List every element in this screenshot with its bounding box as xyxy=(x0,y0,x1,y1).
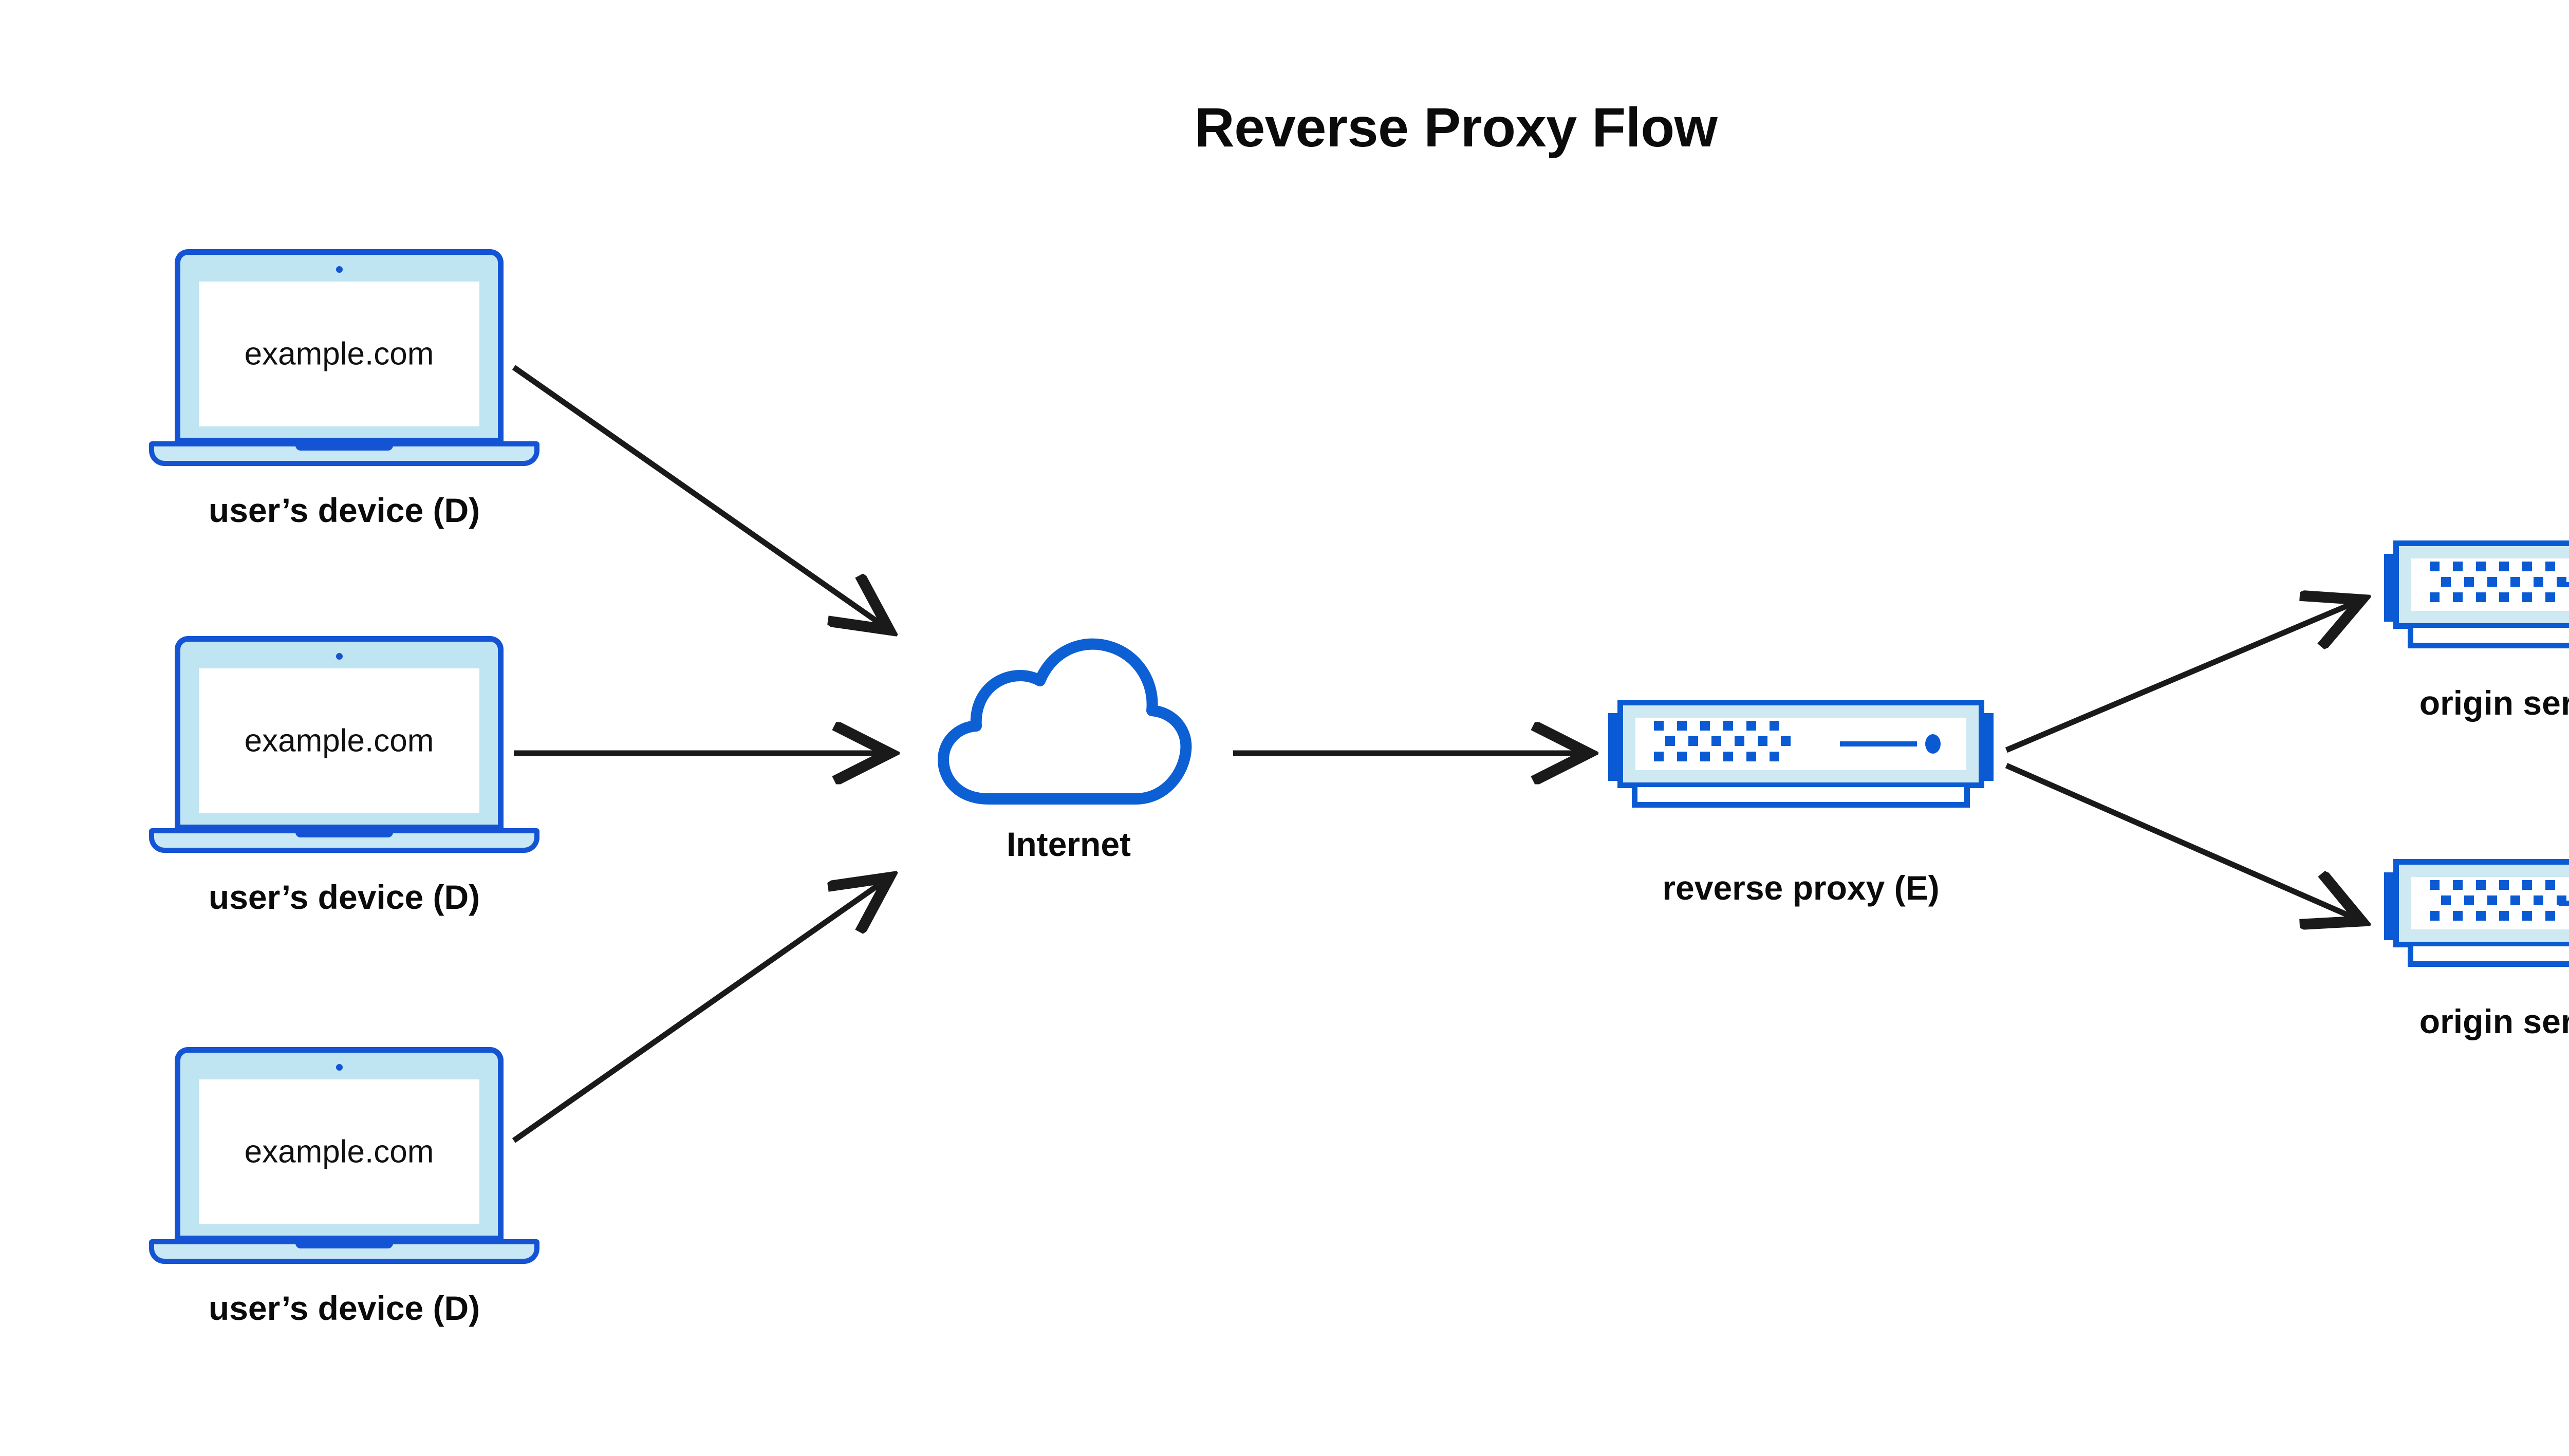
laptop-screen: example.com xyxy=(199,282,479,426)
server-body xyxy=(2393,540,2569,629)
laptop-screen: example.com xyxy=(199,1079,479,1224)
server-body xyxy=(1617,700,1984,788)
camera-icon xyxy=(336,653,343,660)
screen-url-text: example.com xyxy=(244,336,434,372)
arrow-client3-to-internet xyxy=(512,880,886,1143)
laptop-notch xyxy=(295,1240,393,1248)
node-client-2[interactable]: example.com user’s device (D) xyxy=(149,636,539,955)
cloud-icon xyxy=(925,634,1202,819)
node-origin-2[interactable]: origin server (F) xyxy=(2384,848,2569,1053)
screen-url-text: example.com xyxy=(244,723,434,759)
client-1-label: user’s device (D) xyxy=(208,491,480,529)
laptop-lid: example.com xyxy=(175,1047,504,1241)
laptop-notch xyxy=(295,829,393,837)
server-faceplate xyxy=(2411,558,2569,611)
node-reverse-proxy[interactable]: reverse proxy (E) xyxy=(1608,688,1994,909)
server-status-line xyxy=(1840,741,1917,746)
server-icon xyxy=(1608,688,1994,817)
client-3-label: user’s device (D) xyxy=(208,1289,480,1327)
server-status-led xyxy=(1925,734,1941,754)
server-shelf xyxy=(2408,628,2569,648)
server-shelf xyxy=(2408,946,2569,967)
client-2-label: user’s device (D) xyxy=(208,878,480,916)
origin-1-label: origin server (F) xyxy=(2419,684,2569,722)
laptop-screen: example.com xyxy=(199,668,479,813)
server-faceplate xyxy=(2411,877,2569,929)
server-vent-grid xyxy=(1654,721,1804,767)
server-icon xyxy=(2384,848,2569,976)
arrow-proxy-to-origin1 xyxy=(2005,601,2358,753)
server-icon xyxy=(2384,529,2569,658)
camera-icon xyxy=(336,266,343,273)
node-internet[interactable]: Internet xyxy=(925,634,1213,871)
server-shelf xyxy=(1632,787,1970,808)
laptop-icon: example.com xyxy=(149,636,539,872)
internet-label: Internet xyxy=(1006,825,1131,863)
server-vent-grid xyxy=(2430,880,2569,926)
camera-icon xyxy=(336,1064,343,1071)
page-title: Reverse Proxy Flow xyxy=(1194,96,1718,158)
server-body xyxy=(2393,859,2569,947)
node-origin-1[interactable]: origin server (F) xyxy=(2384,529,2569,735)
laptop-lid: example.com xyxy=(175,249,504,443)
server-vent-grid xyxy=(2430,562,2569,608)
laptop-lid: example.com xyxy=(175,636,504,830)
reverse-proxy-label: reverse proxy (E) xyxy=(1662,869,1940,907)
server-status-line xyxy=(2559,901,2569,906)
screen-url-text: example.com xyxy=(244,1134,434,1170)
origin-2-label: origin server (F) xyxy=(2419,1002,2569,1040)
node-client-3[interactable]: example.com user’s device (D) xyxy=(149,1047,539,1366)
laptop-icon: example.com xyxy=(149,1047,539,1283)
node-client-1[interactable]: example.com user’s device (D) xyxy=(149,249,539,568)
laptop-icon: example.com xyxy=(149,249,539,486)
laptop-notch xyxy=(295,442,393,451)
server-faceplate xyxy=(1635,718,1966,770)
server-status-line xyxy=(2559,582,2569,587)
